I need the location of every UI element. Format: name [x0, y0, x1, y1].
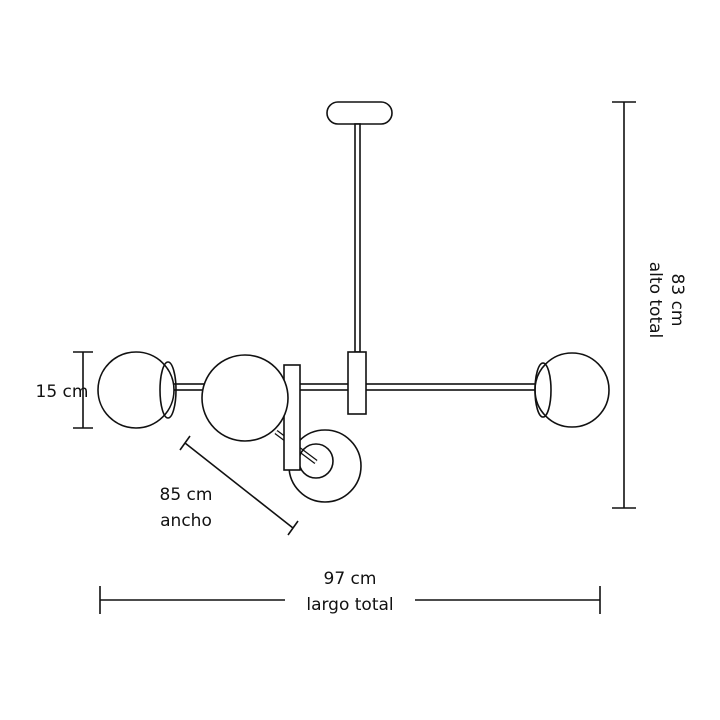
middle-globe: [201, 354, 289, 442]
left-globe: [97, 351, 175, 429]
center-cylinder: [347, 351, 367, 415]
length-value: 97 cm: [324, 569, 377, 589]
left-globe-cup: [159, 361, 177, 419]
suspension-rod: [354, 123, 361, 353]
width-label: ancho: [160, 511, 212, 531]
height-value: 83 cm: [667, 274, 687, 327]
width-dimension: 85 cm ancho: [160, 435, 299, 536]
length-label: largo total: [306, 595, 393, 615]
height-dimension: 83 cm alto total: [612, 101, 687, 509]
right-globe-cup: [534, 362, 552, 418]
width-value: 85 cm: [160, 485, 213, 505]
globe-dimension: 15 cm: [36, 351, 93, 429]
pendant-lamp-drawing: [97, 101, 610, 503]
globe-value: 15 cm: [36, 382, 89, 402]
length-dimension: 97 cm largo total: [99, 569, 601, 615]
ceiling-canopy: [326, 101, 393, 125]
vertical-connector: [283, 364, 301, 471]
height-label: alto total: [645, 262, 665, 338]
